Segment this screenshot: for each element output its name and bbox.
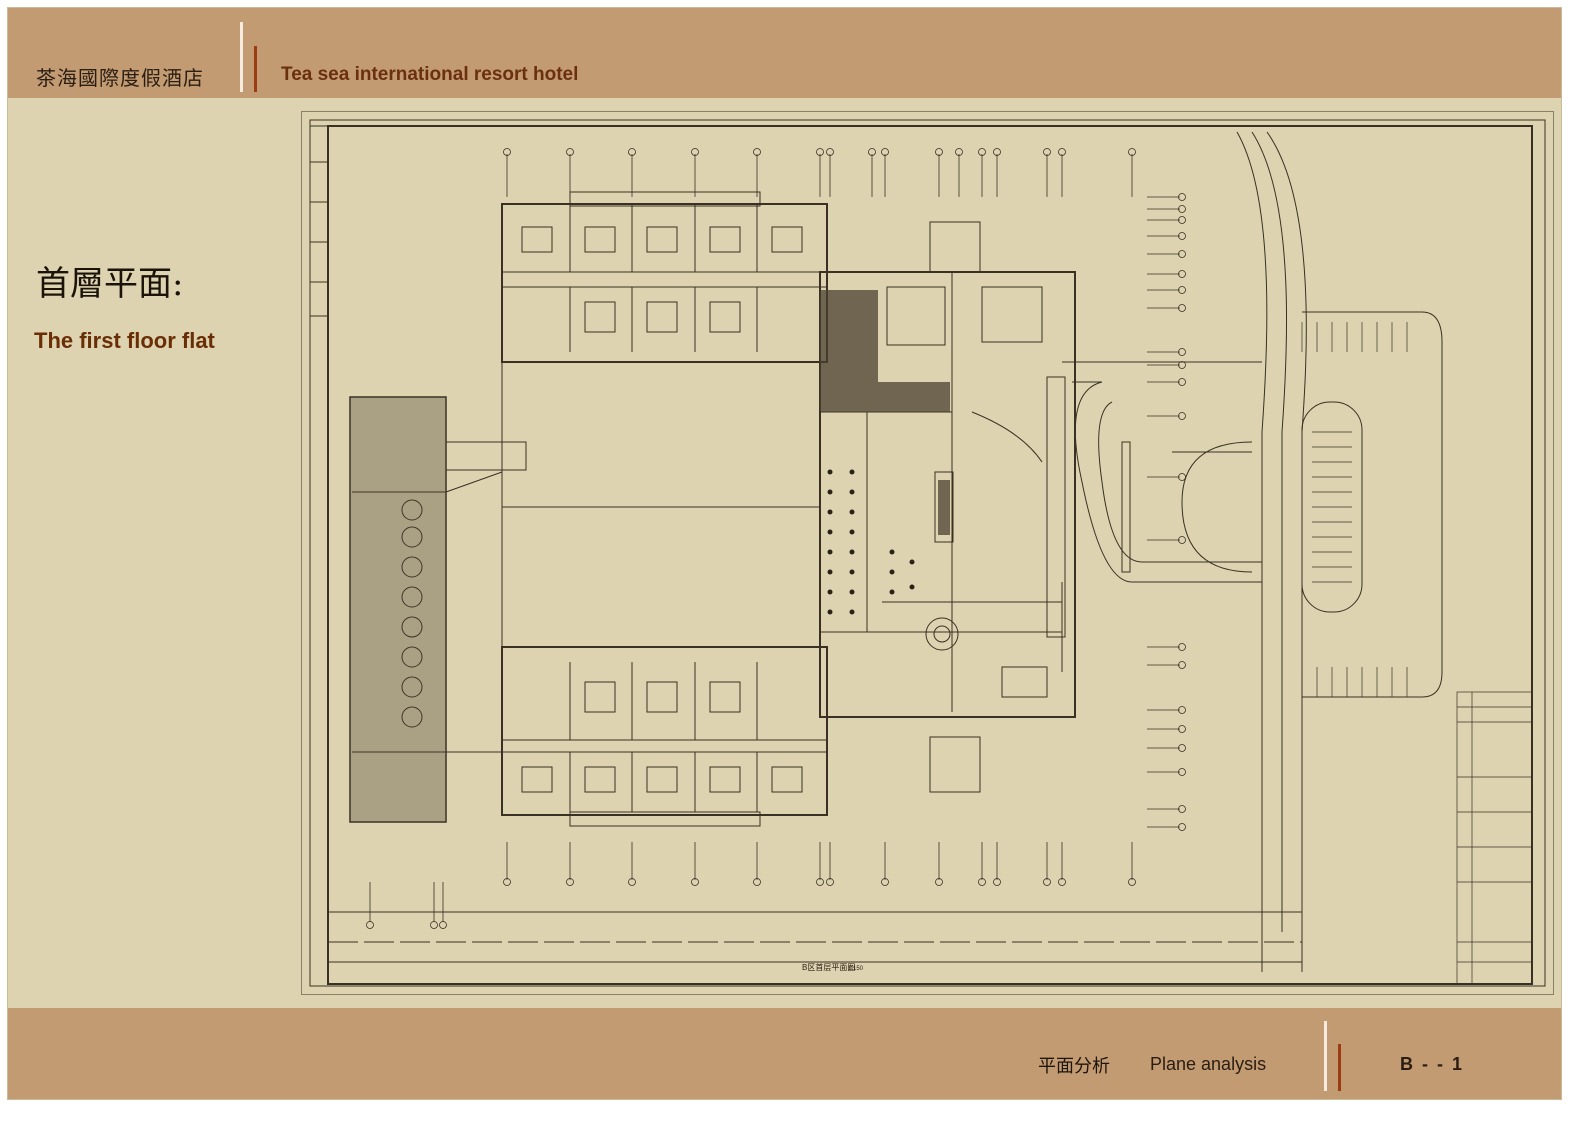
footer-label-cn: 平面分析 [1038, 1056, 1110, 1077]
parking-lot [1302, 311, 1443, 698]
page-frame: 茶海國際度假酒店 Tea sea international resort ho… [7, 7, 1562, 1100]
dining-tables [827, 469, 915, 615]
footer-band [8, 1008, 1561, 1099]
section-title-cn: 首層平面: [36, 264, 184, 304]
entrance-drive [1072, 381, 1262, 583]
footer-label-en: Plane analysis [1150, 1054, 1267, 1074]
drawing-scale: 1:150 [848, 966, 864, 972]
north-room-wing [501, 191, 828, 648]
grid-axis-right [1147, 193, 1186, 831]
section-title-en: The first floor flat [34, 328, 215, 353]
drop-off-arc [1181, 441, 1253, 573]
footer-divider-light [1324, 1021, 1327, 1091]
hatch-service [820, 290, 878, 382]
hotel-name-en: Tea sea international resort hotel [281, 64, 579, 85]
hatch-corridor [820, 382, 950, 412]
hotel-name-cn: 茶海國際度假酒店 [36, 66, 204, 90]
drawing-caption: B区首层平面图 [802, 962, 855, 972]
page-number: B - - 1 [1400, 1054, 1465, 1074]
grid-axis-top [503, 148, 1136, 197]
public-block [819, 221, 1076, 793]
road-edge-2 [1251, 131, 1288, 932]
west-banquet-block [349, 396, 527, 823]
parking-stalls [1301, 322, 1408, 697]
grid-axis-bottom [366, 842, 1136, 929]
floor-plan-svg: B区首层平面图 1:150 [309, 119, 1546, 987]
road-edge-1 [1236, 131, 1268, 972]
parking-island [1301, 401, 1363, 613]
hatch-bar [938, 480, 950, 535]
courtyard [501, 361, 821, 648]
footer-divider-accent [1338, 1044, 1341, 1091]
south-room-wing [501, 646, 828, 827]
left-title-strip [309, 125, 329, 317]
lobby-curve [971, 411, 1043, 463]
title-block [1456, 691, 1533, 985]
floor-plan-drawing: B区首层平面图 1:150 [301, 111, 1554, 995]
header-band: 茶海國際度假酒店 Tea sea international resort ho… [8, 8, 1561, 98]
header-divider-light [240, 22, 243, 92]
sheet-inner-border [327, 125, 1533, 985]
hatch-banquet [350, 397, 446, 822]
header-divider-accent [254, 46, 257, 92]
sheet-outer-border [309, 119, 1546, 987]
